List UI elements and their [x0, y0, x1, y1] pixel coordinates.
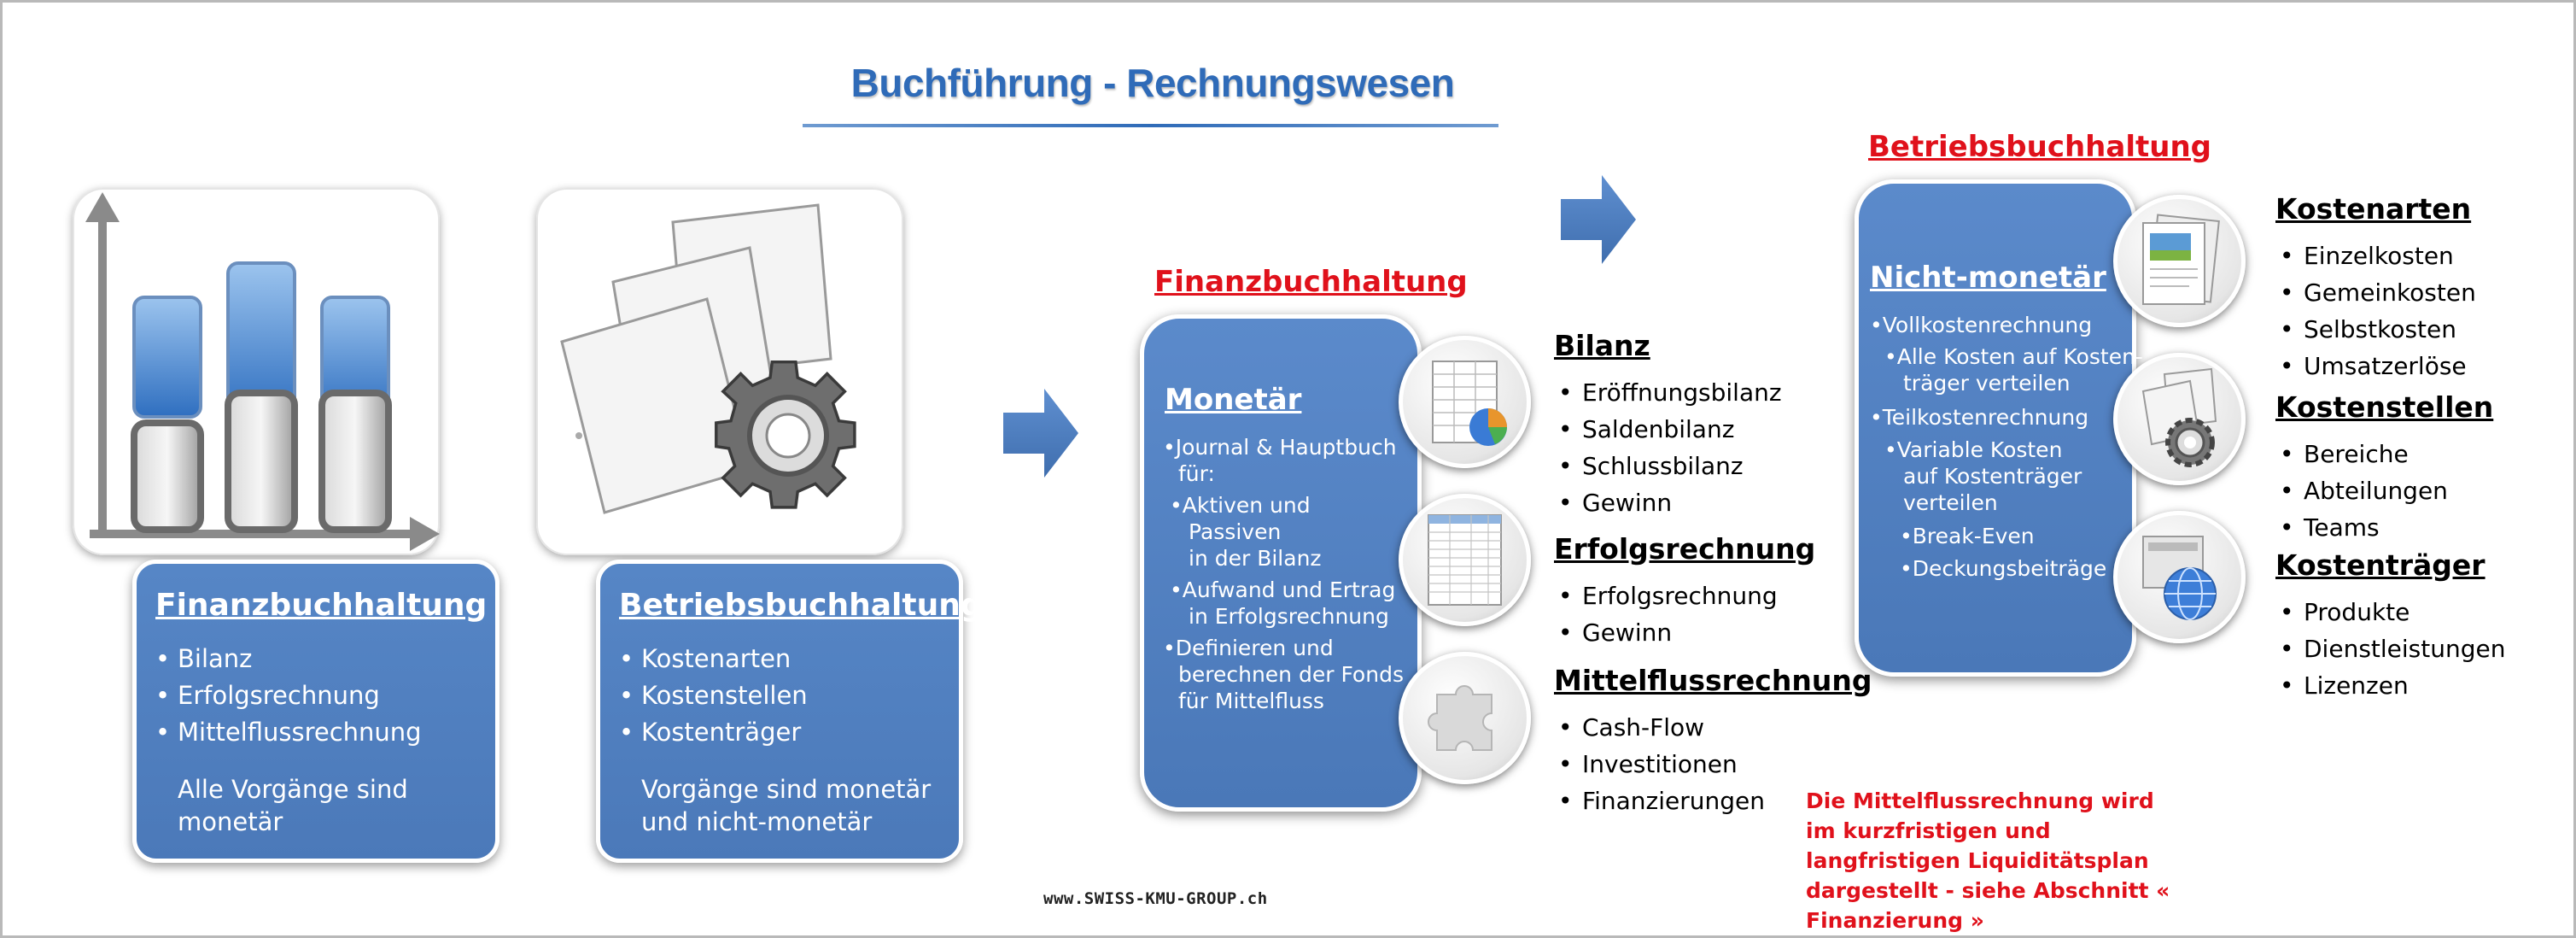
puzzle-piece-icon [1428, 685, 1492, 751]
list-item: Gewinn [1558, 614, 1778, 651]
bilanz-badge [1399, 336, 1531, 468]
betriebsbuchhaltung-title: Betriebsbuchhaltung [619, 588, 983, 623]
bilanz-heading: Bilanz [1554, 329, 1650, 362]
panel-line: in der Bilanz [1189, 546, 1322, 571]
globe-document-icon [2142, 536, 2217, 620]
panel-line: •Journal & Hauptbuch [1163, 435, 1397, 460]
kostenarten-list: Einzelkosten Gemeinkosten Selbstkosten U… [2280, 237, 2476, 384]
panel-line: •Definieren und [1163, 636, 1334, 660]
list-item: Einzelkosten [2280, 237, 2476, 274]
erfolgsrechnung-list: Erfolgsrechnung Gewinn [1558, 577, 1778, 651]
bar-chart-tile [73, 188, 440, 555]
list-item: Gemeinkosten [2280, 274, 2476, 311]
documents-gear-tile [536, 188, 903, 555]
list-item: Erfolgsrechnung [1558, 577, 1778, 614]
list-item: Selbstkosten [2280, 311, 2476, 348]
kostenstellen-heading: Kostenstellen [2275, 390, 2494, 424]
panel-line: träger verteilen [1903, 371, 2071, 396]
finanzbuchhaltung-list: Bilanz Erfolgsrechnung Mittelflussrechnu… [155, 641, 422, 751]
table-sheet-icon [1428, 514, 1502, 606]
panel-line: •Vollkostenrechnung [1870, 313, 2093, 337]
kostenstellen-badge [2113, 353, 2246, 485]
finanzbuchhaltung-title: Finanzbuchhaltung [155, 588, 488, 623]
footer-url: www.SWISS-KMU-GROUP.ch [1043, 889, 1268, 908]
spreadsheet-pie-icon [1432, 361, 1507, 446]
panel-line: •Variable Kosten [1884, 437, 2063, 462]
list-item: Cash-Flow [1558, 709, 1765, 746]
list-item: Erfolgsrechnung [155, 677, 422, 714]
list-item: Investitionen [1558, 746, 1765, 783]
erfolgsrechnung-heading: Erfolgsrechnung [1554, 532, 1816, 566]
panel-line: in Erfolgsrechnung [1189, 604, 1389, 629]
list-item: Teams [2280, 509, 2448, 546]
panel-line: •Deckungsbeiträge [1900, 556, 2107, 581]
list-item: Kostenstellen [619, 677, 808, 714]
finanzbuchhaltung-box: Finanzbuchhaltung Bilanz Erfolgsrechnung… [132, 560, 499, 863]
kostenstellen-list: Bereiche Abteilungen Teams [2280, 436, 2448, 546]
panel-line: auf Kostenträger [1903, 464, 2082, 489]
finanzbuchhaltung-note: Alle Vorgänge sind monetär [178, 773, 408, 838]
panel-line: berechnen der Fonds [1178, 662, 1404, 687]
mittelfluss-badge [1399, 652, 1531, 784]
list-item: Finanzierungen [1558, 783, 1765, 819]
panel-line: verteilen [1903, 490, 1998, 515]
documents-gear-icon [560, 203, 856, 514]
panel-line: •Aufwand und Ertrag [1170, 577, 1396, 602]
mittelflussrechnung-heading: Mittelflussrechnung [1554, 664, 1872, 697]
panel-line: für Mittelfluss [1178, 689, 1324, 713]
page-title: Buchführung - Rechnungswesen [850, 61, 1455, 105]
note-line: Vorgänge sind monetär [641, 775, 932, 804]
betriebsbuchhaltung-box: Betriebsbuchhaltung Kostenarten Kostenst… [596, 560, 983, 863]
kostentraeger-list: Produkte Dienstleistungen Lizenzen [2280, 594, 2505, 704]
panel-line: •Aktiven und [1170, 493, 1311, 518]
list-item: Lizenzen [2280, 667, 2505, 704]
kostentraeger-heading: Kostenträger [2275, 548, 2485, 582]
note-line: und nicht-monetär [641, 807, 873, 836]
list-item: Dienstleistungen [2280, 630, 2505, 667]
list-item: Umsatzerlöse [2280, 348, 2476, 384]
list-item: Abteilungen [2280, 472, 2448, 509]
monetaer-title: Monetär [1165, 383, 1302, 417]
nicht-monetaer-panel: Nicht-monetär •Vollkostenrechnung •Alle … [1855, 179, 2143, 677]
document-image-icon [2142, 214, 2220, 305]
list-item: Mittelflussrechnung [155, 714, 422, 751]
note-line: Alle Vorgänge sind [178, 775, 408, 804]
list-item: Schlussbilanz [1558, 448, 1782, 484]
monetaer-panel: Monetär •Journal & Hauptbuch für: •Aktiv… [1140, 314, 1422, 812]
arrow-right-icon [1003, 389, 1078, 478]
bilanz-list: Eröffnungsbilanz Saldenbilanz Schlussbil… [1558, 374, 1782, 521]
mittelflussrechnung-list: Cash-Flow Investitionen Finanzierungen [1558, 709, 1765, 819]
list-item: Bereiche [2280, 436, 2448, 472]
nicht-monetaer-title: Nicht-monetär [1870, 261, 2106, 295]
betriebsbuchhaltung-note: Vorgänge sind monetär und nicht-monetär [641, 773, 931, 838]
betriebsbuchhaltung-list: Kostenarten Kostenstellen Kostenträger [619, 641, 808, 751]
kostentraeger-badge [2113, 511, 2246, 643]
bar-chart-icon [85, 192, 440, 551]
list-item: Eröffnungsbilanz [1558, 374, 1782, 411]
erfolgsrechnung-badge [1399, 494, 1531, 626]
title-underline [803, 124, 1498, 127]
list-item: Produkte [2280, 594, 2505, 630]
list-item: Saldenbilanz [1558, 411, 1782, 448]
documents-gear-icon [2141, 367, 2217, 467]
list-item: Bilanz [155, 641, 422, 677]
note-line: monetär [178, 807, 283, 836]
kostenarten-heading: Kostenarten [2275, 192, 2472, 226]
betriebsbuchhaltung-heading: Betriebsbuchhaltung [1868, 130, 2211, 164]
panel-line: für: [1178, 461, 1215, 486]
list-item: Gewinn [1558, 484, 1782, 521]
list-item: Kostenträger [619, 714, 808, 751]
mittelfluss-note: Die Mittelflussrechnung wird im kurzfris… [1806, 789, 2170, 933]
panel-line: •Teilkostenrechnung [1870, 405, 2089, 430]
arrow-right-icon [1561, 175, 1636, 264]
kostenarten-badge [2113, 195, 2246, 327]
panel-line: •Break-Even [1900, 524, 2035, 548]
panel-line: •Alle Kosten auf Kosten- [1884, 344, 2143, 369]
list-item: Kostenarten [619, 641, 808, 677]
finanzbuchhaltung-heading: Finanzbuchhaltung [1154, 265, 1468, 299]
panel-line: Passiven [1189, 519, 1282, 544]
